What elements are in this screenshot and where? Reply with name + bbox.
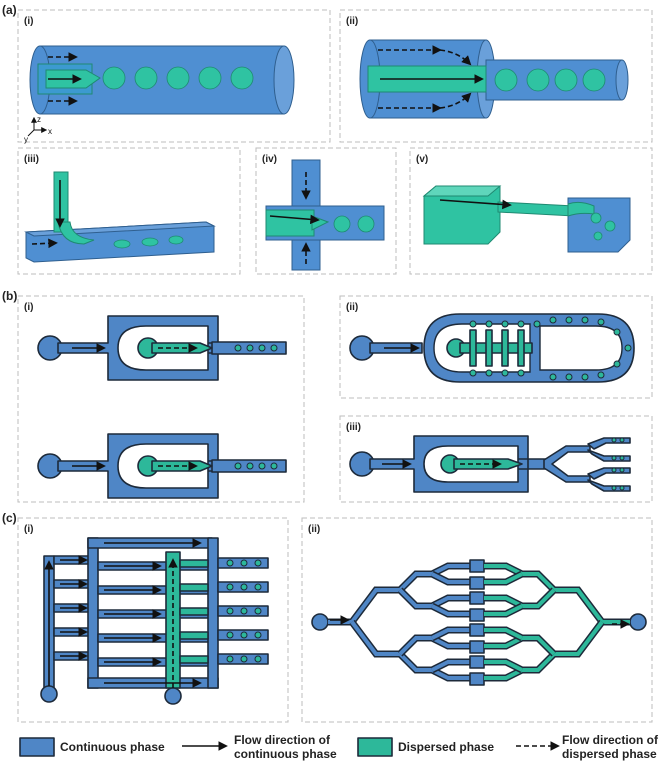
legend-dispersed-swatch [357, 737, 393, 757]
panel-c-i: (i) [17, 517, 289, 723]
coflow-device-bottom [37, 433, 287, 499]
outlet-channels [217, 557, 269, 665]
droplet [134, 66, 158, 90]
legend-flow-dispersed-line1: Flow direction of [562, 733, 659, 747]
panel-label-a-iv: (iv) [262, 154, 277, 165]
panel-label-b-i: (i) [24, 302, 33, 313]
droplet [230, 66, 254, 90]
panel-a-iv: (iv) [255, 147, 397, 275]
axis-y-label: y [24, 135, 28, 144]
panel-a-iii: (iii) [17, 147, 241, 275]
panel-b-ii: (ii) [339, 295, 653, 399]
legend-flow-continuous-line2: continuous phase [234, 747, 337, 761]
junction-row [469, 559, 485, 686]
droplet [102, 66, 126, 90]
section-label-b: (b) [2, 289, 17, 303]
legend-dispersed-label: Dispersed phase [398, 740, 494, 754]
legend-flow-dispersed-line2: dispersed phase [562, 747, 657, 761]
panel-label-a-v: (v) [416, 154, 428, 165]
panel-b-i: (i) [17, 295, 305, 503]
axis-triad: z y x [24, 115, 52, 144]
axis-x-label: x [48, 127, 52, 136]
panel-c-ii: (ii) [301, 517, 653, 723]
panel-label-c-i: (i) [24, 524, 33, 535]
coflow-device-top [37, 315, 287, 381]
panel-b-iii: (iii) [339, 415, 653, 503]
legend-continuous-label: Continuous phase [60, 740, 165, 754]
panel-a-ii: (ii) [339, 9, 653, 143]
legend: Continuous phase Flow direction of conti… [19, 733, 659, 761]
section-label-a: (a) [2, 3, 17, 17]
droplet [166, 66, 190, 90]
axis-z-label: z [37, 115, 41, 124]
panel-a-i: (i) z y x [17, 9, 331, 144]
panel-label-c-ii: (ii) [308, 524, 320, 535]
panel-label-b-iii: (iii) [346, 422, 361, 433]
section-label-c: (c) [2, 511, 17, 525]
branching-network-dispersed [484, 562, 630, 682]
branching-network-inlet [328, 562, 470, 682]
panel-label-b-ii: (ii) [346, 302, 358, 313]
droplet [198, 66, 222, 90]
legend-flow-continuous-line1: Flow direction of [234, 733, 331, 747]
panel-label-a-iii: (iii) [24, 154, 39, 165]
panel-label-a-ii: (ii) [346, 16, 358, 27]
cylinder-outlet-face-a-i [273, 45, 295, 115]
outlet-splitter-tree [543, 437, 631, 492]
legend-continuous-swatch [19, 737, 55, 757]
panel-label-a-i: (i) [24, 16, 33, 27]
panel-a-v: (v) [409, 147, 653, 275]
